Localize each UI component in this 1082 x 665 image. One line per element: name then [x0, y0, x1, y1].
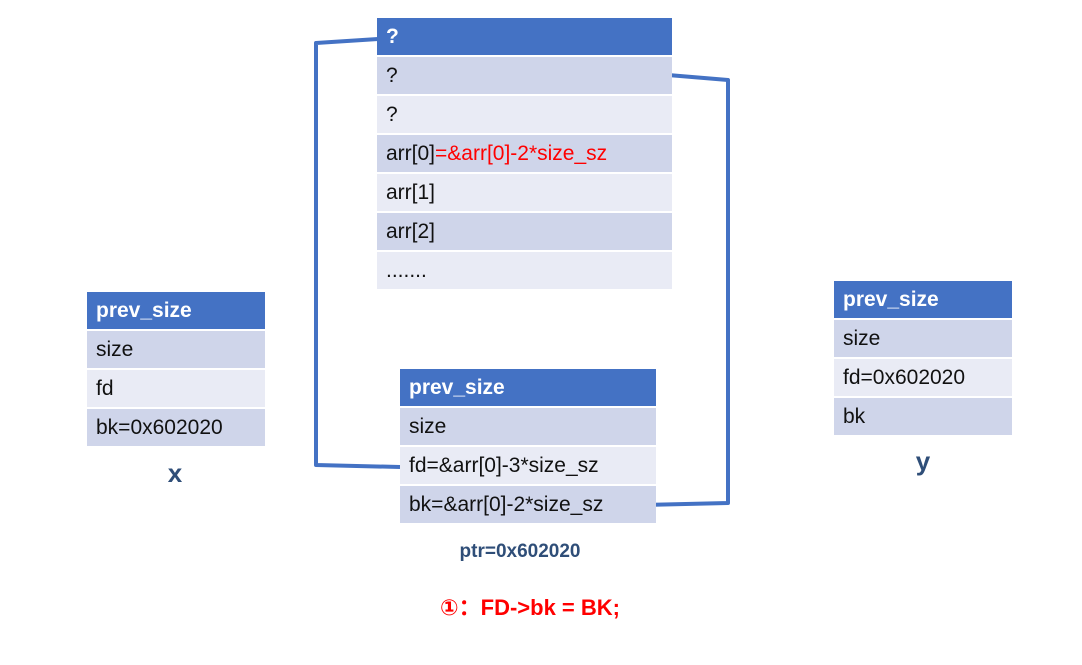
chunk-y-bk: bk [834, 398, 1012, 437]
step-caption: ①：FD->bk = BK; [440, 595, 620, 620]
chunk-x-bk: bk=0x602020 [87, 409, 265, 448]
array-row-1: ? [377, 57, 672, 96]
array-row-arr2: arr[2] [377, 213, 672, 252]
fd-link-line [314, 37, 401, 469]
arr0-label: arr[0] [386, 142, 436, 165]
chunk-p-pointer-label: ptr=0x602020 [459, 541, 581, 562]
chunk-y-prev-size: prev_size [834, 281, 1012, 320]
chunk-y-size: size [834, 320, 1012, 359]
chunk-p-fd: fd=&arr[0]-3*size_sz [400, 447, 656, 486]
chunk-x-fd: fd [87, 370, 265, 409]
array-row-ellipsis: ....... [377, 252, 672, 291]
chunk-x-prev-size: prev_size [87, 292, 265, 331]
chunk-p-prev-size: prev_size [400, 369, 656, 408]
chunk-p: prev_size size fd=&arr[0]-3*size_sz bk=&… [400, 369, 656, 525]
chunk-p-bk: bk=&arr[0]-2*size_sz [400, 486, 656, 525]
chunk-x-label: x [167, 458, 183, 488]
chunk-y: prev_size size fd=0x602020 bk [834, 281, 1012, 437]
array-row-2: ? [377, 96, 672, 135]
chunk-p-size: size [400, 408, 656, 447]
arr0-highlight-value: =&arr[0]-2*size_sz [435, 142, 608, 165]
chunk-y-fd: fd=0x602020 [834, 359, 1012, 398]
chunk-x-size: size [87, 331, 265, 370]
array-memory-block: ? ? ? arr[0]=&arr[0]-2*size_sz arr[1] ar… [377, 18, 672, 291]
chunk-y-label: y [915, 446, 931, 476]
chunk-x: prev_size size fd bk=0x602020 [87, 292, 265, 448]
array-row-arr1: arr[1] [377, 174, 672, 213]
array-row-0: ? [377, 18, 672, 57]
array-row-arr0: arr[0]=&arr[0]-2*size_sz [377, 135, 672, 174]
bk-link-line [642, 71, 730, 507]
